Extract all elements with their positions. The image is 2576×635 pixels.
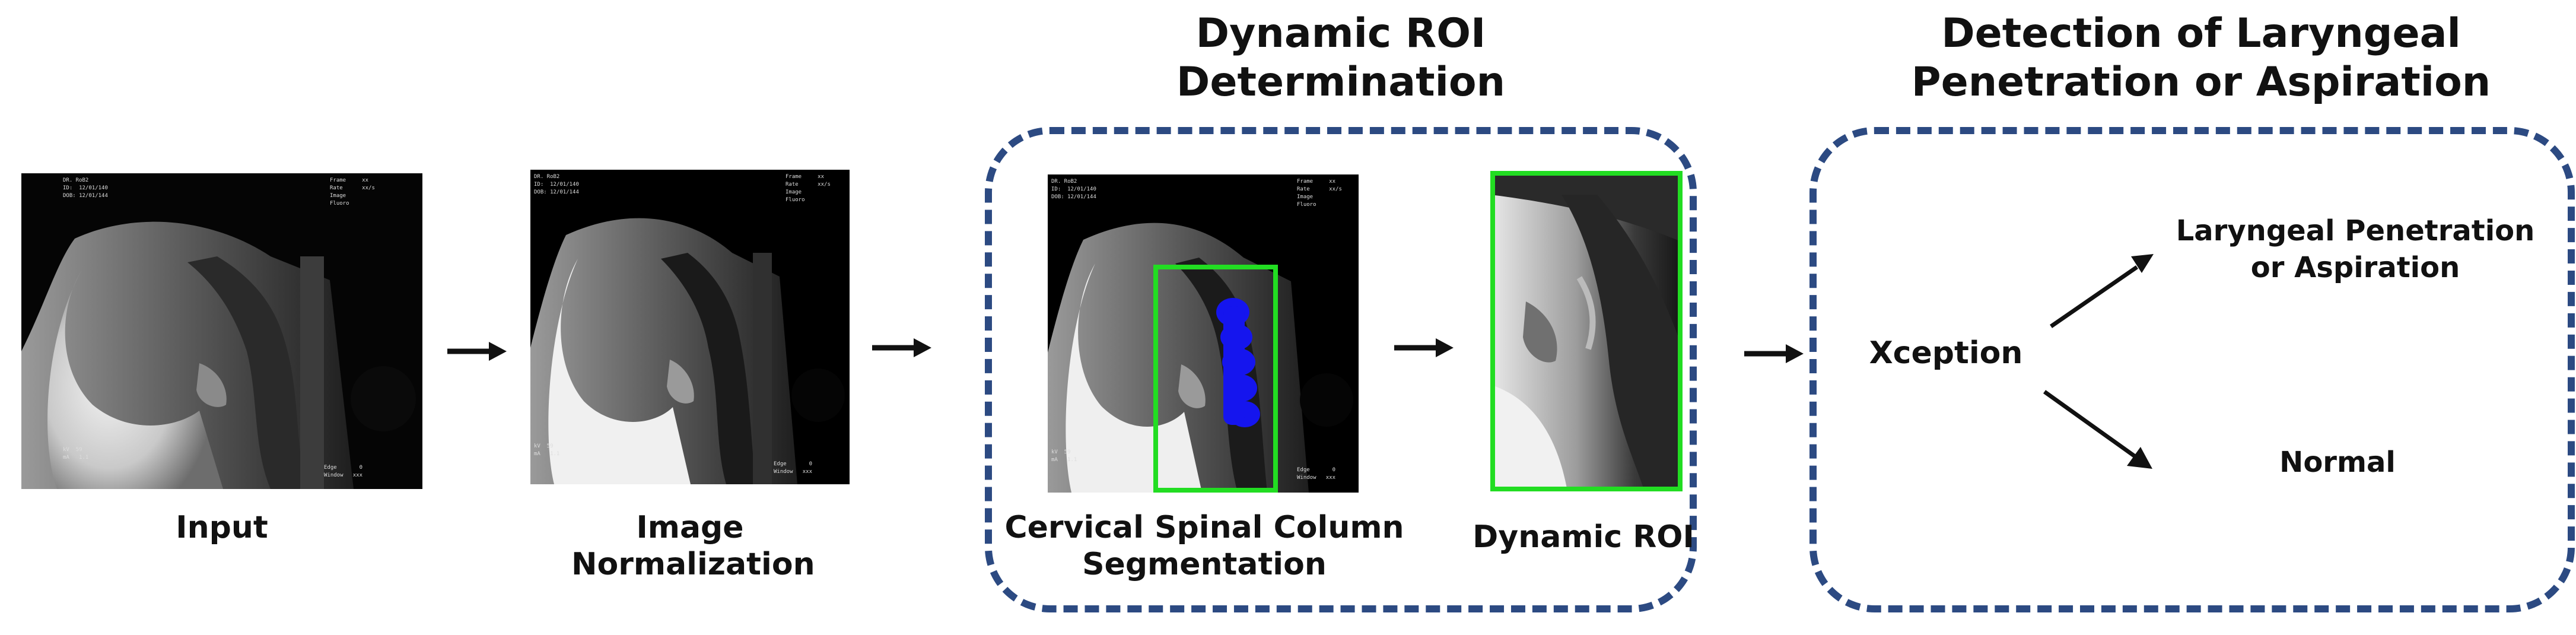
overlay-text: kV 59 — [534, 443, 554, 449]
overlay-text: kV 59 — [1051, 449, 1071, 455]
overlay-top-left: DR. RoB2 ID: 12/01/140 DOB: 12/01/144 — [1051, 178, 1096, 201]
overlay-bottom-left: kV 59 mA 1.1 — [63, 446, 88, 462]
overlay-text: Image — [785, 189, 802, 195]
overlay-text: kV 59 — [63, 447, 82, 453]
output-penetration-line2: or Aspiration — [2250, 251, 2460, 284]
detection-group-title-line2: Penetration or Aspiration — [1911, 59, 2491, 106]
overlay-top-right: Frame xx Rate xx/s Image Fluoro — [1297, 178, 1342, 209]
overlay-text: DR. RoB2 — [63, 177, 89, 183]
overlay-text: mA 1.1 — [63, 455, 89, 461]
normalized-xray-image: DR. RoB2 ID: 12/01/140 DOB: 12/01/144 Fr… — [530, 170, 850, 484]
overlay-top-left: DR. RoB2 ID: 12/01/140 DOB: 12/01/144 — [534, 173, 579, 196]
input-xray-image: DR. RoB2 ID: 12/01/140 DOB: 12/01/144 Fr… — [21, 173, 422, 489]
output-normal-label: Normal — [2279, 446, 2396, 479]
overlay-text: ID: 12/01/140 — [1051, 186, 1096, 192]
roi-group-title: Dynamic ROI Determination — [1086, 9, 1596, 107]
overlay-bottom-right: Edge 0 Window xxx — [774, 461, 812, 476]
detection-group-title: Detection of Laryngeal Penetration or As… — [1904, 9, 2498, 107]
segmentation-label: Cervical Spinal Column Segmentation — [997, 509, 1412, 583]
detection-group-box — [1809, 127, 2575, 612]
segmentation-label-line1: Cervical Spinal Column — [1004, 510, 1404, 545]
segmentation-xray-image: DR. RoB2 ID: 12/01/140 DOB: 12/01/144 Fr… — [1048, 174, 1359, 493]
overlay-text: mA 1.1 — [1051, 457, 1077, 463]
dynamic-roi-label: Dynamic ROI — [1473, 519, 1694, 555]
overlay-top-right: Frame xx Rate xx/s Image Fluoro — [785, 173, 831, 204]
normalization-label-line2: Normalization — [571, 547, 815, 582]
overlay-text: Edge 0 — [1297, 467, 1336, 473]
overlay-text: Frame xx — [330, 177, 369, 183]
roi-group-title-line1: Dynamic ROI — [1195, 10, 1486, 57]
overlay-text: Window xxx — [774, 469, 813, 475]
roi-bounding-box — [1153, 265, 1278, 493]
overlay-text: Window xxx — [324, 472, 363, 478]
overlay-text: Rate xx/s — [330, 185, 375, 191]
output-penetration-line1: Laryngeal Penetration — [2176, 214, 2535, 247]
overlay-text: Image — [330, 193, 346, 199]
overlay-text: Edge 0 — [324, 465, 363, 471]
roi-crop-border — [1490, 171, 1683, 491]
arrow-right-icon — [872, 338, 931, 357]
overlay-text: Fluoro — [330, 201, 349, 207]
overlay-bottom-left: kV 59 mA 1.1 — [1051, 449, 1077, 464]
xception-model-label: Xception — [1869, 335, 2023, 371]
overlay-text: DOB: 12/01/144 — [63, 193, 108, 199]
overlay-text: Rate xx/s — [1297, 186, 1342, 192]
overlay-bottom-right: Edge 0 Window xxx — [324, 464, 362, 480]
segmentation-label-line2: Segmentation — [1082, 547, 1327, 582]
overlay-text: Window xxx — [1297, 475, 1336, 481]
output-penetration-label: Laryngeal Penetration or Aspiration — [2136, 212, 2575, 286]
overlay-text: ID: 12/01/140 — [63, 185, 108, 191]
normalization-label-line1: Image — [636, 510, 744, 545]
normalization-label: Image Normalization — [571, 509, 815, 583]
dynamic-roi-image — [1490, 171, 1683, 491]
overlay-text: Rate xx/s — [785, 182, 831, 188]
overlay-top-right: Frame xx Rate xx/s Image Fluoro — [330, 177, 375, 208]
overlay-text: DR. RoB2 — [1051, 179, 1077, 185]
arrow-up-right-icon — [2050, 254, 2154, 328]
overlay-bottom-right: Edge 0 Window xxx — [1297, 466, 1335, 482]
detection-group-title-line1: Detection of Laryngeal — [1941, 10, 2461, 57]
overlay-text: DR. RoB2 — [534, 174, 560, 180]
arrow-right-icon — [1394, 338, 1454, 357]
overlay-text: mA 1.1 — [534, 451, 560, 457]
overlay-text: Frame xx — [1297, 179, 1336, 185]
input-label: Input — [176, 510, 268, 545]
arrow-right-icon — [447, 342, 507, 361]
roi-group-title-line2: Determination — [1176, 59, 1506, 106]
arrow-down-right-icon — [2043, 390, 2152, 469]
roi-group-box — [985, 127, 1697, 612]
overlay-text: Edge 0 — [774, 461, 813, 467]
arrow-right-icon — [1744, 344, 1804, 363]
overlay-text: Frame xx — [785, 174, 825, 180]
overlay-text: ID: 12/01/140 — [534, 182, 579, 188]
overlay-text: DOB: 12/01/144 — [1051, 194, 1096, 200]
overlay-bottom-left: kV 59 mA 1.1 — [534, 443, 559, 458]
overlay-text: Fluoro — [1297, 202, 1316, 208]
overlay-text: DOB: 12/01/144 — [534, 189, 579, 195]
overlay-text: Fluoro — [785, 197, 805, 203]
overlay-top-left: DR. RoB2 ID: 12/01/140 DOB: 12/01/144 — [63, 177, 108, 200]
overlay-text: Image — [1297, 194, 1314, 200]
